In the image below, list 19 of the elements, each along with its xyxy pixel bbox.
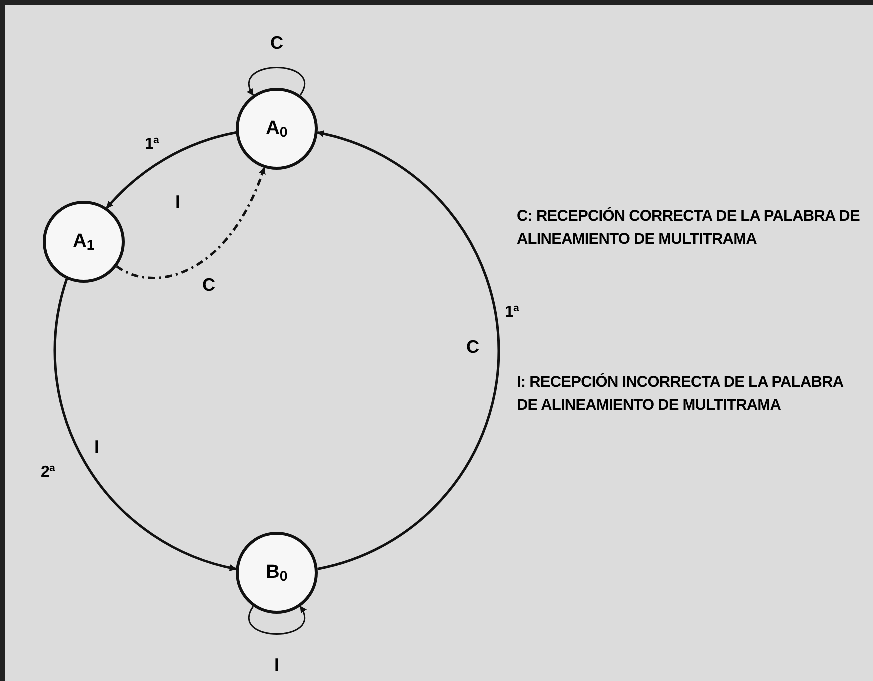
- state-label: A$_{1}$: [73, 230, 95, 256]
- edge-label: C: [202, 276, 216, 294]
- edge-label: I: [94, 438, 100, 456]
- state-label: A$_{0}$: [266, 116, 288, 144]
- self-loop-arrow: [248, 606, 306, 635]
- self-loop-arrow: [248, 67, 306, 96]
- edge-label: I: [176, 193, 180, 211]
- edge-label: C: [466, 338, 480, 356]
- order-label: 1ª: [505, 303, 520, 323]
- edge-label: C: [270, 34, 284, 52]
- state-label: B$_{0}$: [266, 560, 288, 588]
- order-label: 1ª: [145, 135, 160, 155]
- arrow: [54, 278, 237, 572]
- arrow: [106, 132, 237, 210]
- order-label: 2ª: [41, 463, 56, 483]
- arrow: [317, 130, 500, 570]
- edge-label: I: [274, 656, 280, 674]
- legend-note: C: RECEPCIÓN CORRECTA DE LA PALABRA DE ALINEAMIENTO DE MULTITRAMA: [517, 206, 861, 250]
- legend-note: I: RECEPCIÓN INCORRECTA DE LA PALABRA DE ALINEAMIENTO DE MULTITRAMA: [517, 372, 844, 416]
